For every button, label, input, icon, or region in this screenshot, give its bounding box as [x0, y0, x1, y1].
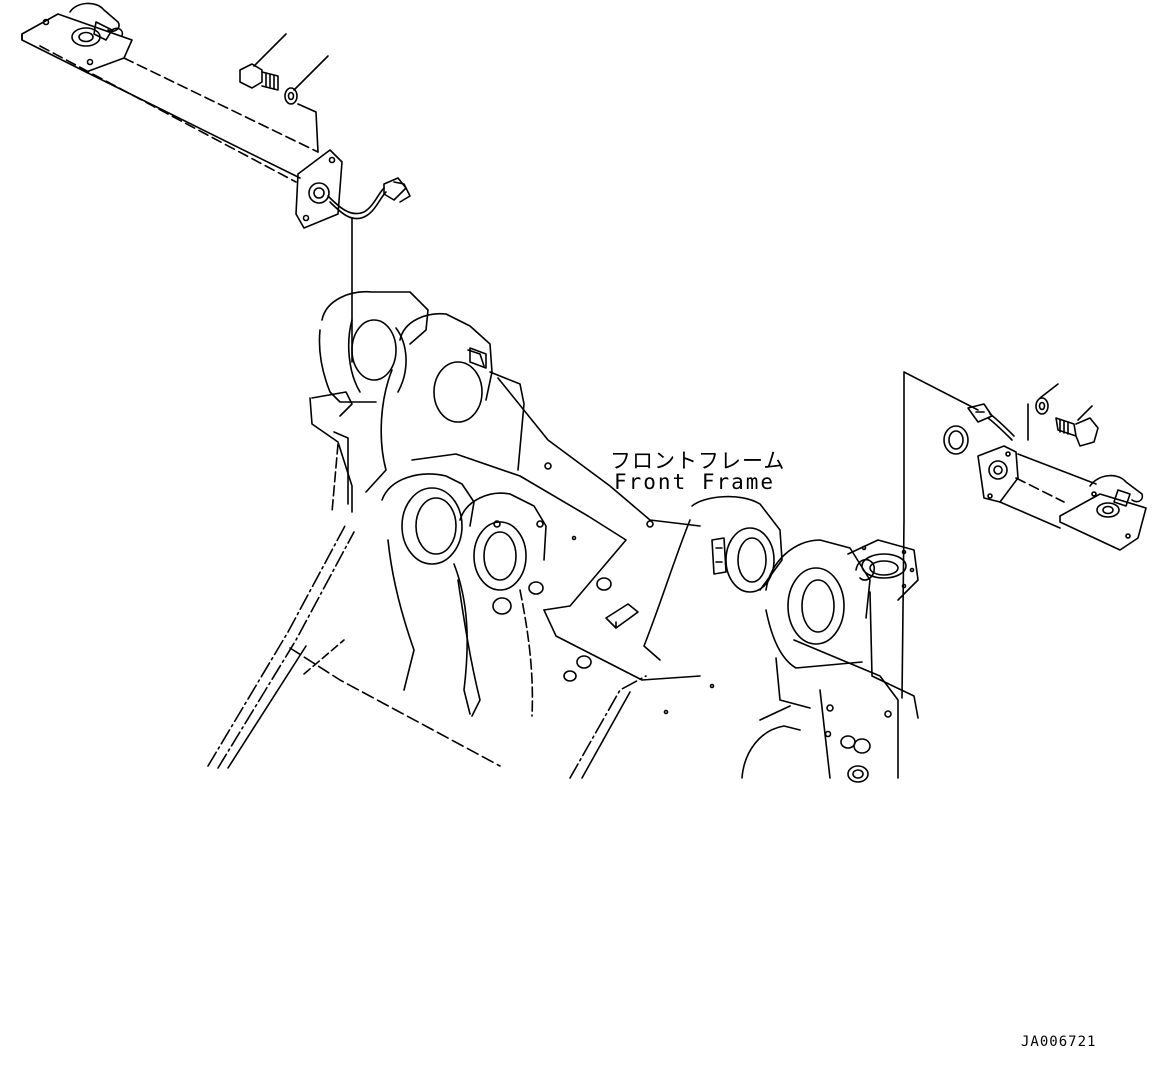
front-frame: [207, 290, 919, 783]
right-bolt: [1055, 405, 1099, 447]
right-sensor-bracket: [943, 403, 1147, 551]
left-sensor-bracket: [21, 2, 411, 229]
front-frame-label-en: Front Frame: [614, 470, 776, 494]
drawing-id: JA006721: [1021, 1034, 1097, 1050]
left-washer: [284, 55, 329, 105]
right-washer: [1035, 383, 1059, 415]
right-installation-line: [901, 371, 1029, 699]
left-installation-line: [297, 103, 353, 363]
front-frame-label-jp: フロントフレーム: [610, 449, 786, 473]
left-bolt: [239, 33, 287, 91]
